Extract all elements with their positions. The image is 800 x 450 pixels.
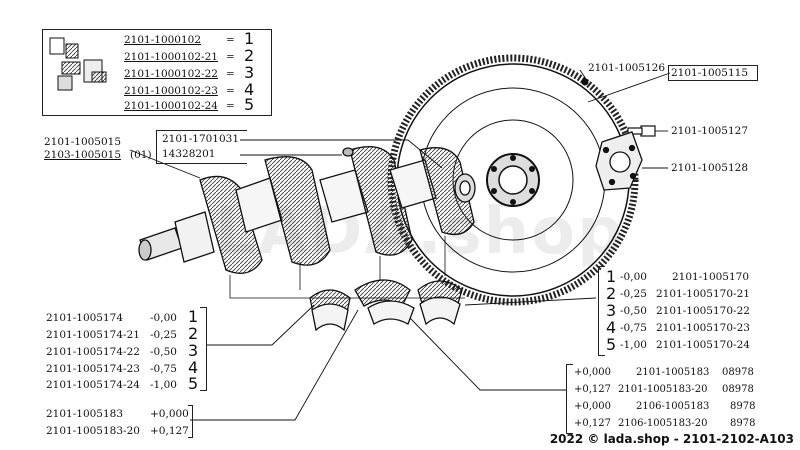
thrust-washer-size: +0,000	[574, 367, 612, 378]
rod-bearings-bracket	[200, 307, 207, 391]
thrust-washer-size: +0,127	[150, 425, 189, 437]
rod-bearing-part: 2101-1005174	[46, 312, 124, 324]
leader-lines	[129, 69, 671, 421]
rod-bearing-part: 2101-1005174-21	[46, 329, 140, 341]
thrust-washer-code: 08978	[722, 384, 754, 395]
main-bearing-size: -0,75	[620, 322, 647, 334]
rod-bearing-part: 2101-1005174-24	[46, 379, 140, 391]
main-bearings-bracket	[598, 266, 605, 356]
rod-bearing-part: 2101-1005174-23	[46, 363, 140, 375]
crankshaft-note: (01)	[130, 149, 152, 161]
parts-kit-icon	[49, 37, 107, 91]
thrust-half-washers	[354, 279, 415, 325]
thrust-washers-right-bracket	[566, 364, 573, 434]
dowel-pin-part: 2101-1005126	[588, 62, 666, 74]
main-bearing-part: 2101-1005170-22	[656, 305, 750, 317]
rod-bearing-size: -0,25	[150, 329, 177, 341]
main-bearing-number: 1	[606, 267, 617, 286]
plug-bracket	[156, 130, 247, 164]
kit-part: 2101-1000102-21	[124, 51, 218, 63]
main-bearing-size: -0,00	[620, 271, 647, 283]
rod-bearing-size: -0,50	[150, 346, 177, 358]
thrust-washer-part: 2106-1005183-20	[618, 418, 708, 429]
main-bearing-part: 2101-1005170-24	[656, 339, 750, 351]
crankshaft-part-a: 2101-1005015	[44, 136, 122, 148]
thrust-washer-part: 2101-1005183-20	[618, 384, 708, 395]
thrust-washer-size: +0,000	[150, 408, 189, 420]
kit-number: 3	[244, 63, 255, 82]
rod-bearing-number: 1	[188, 307, 199, 326]
kit-number: 5	[244, 95, 255, 114]
oil-plug	[342, 147, 354, 157]
plug-part-a: 2101-1701031	[162, 133, 240, 145]
thrust-washer-size: +0,127	[574, 418, 612, 429]
kit-eq: =	[226, 85, 235, 97]
kit-number: 2	[244, 46, 255, 65]
kit-number: 1	[244, 29, 255, 48]
thrust-washer-size: +0,127	[574, 384, 612, 395]
rod-bearing-size: -1,00	[150, 379, 177, 391]
thrust-washer-part: 2106-1005183	[636, 401, 710, 412]
thrust-washer-part: 2101-1005183	[636, 367, 710, 378]
rod-bearing-number: 2	[188, 324, 199, 343]
flywheel-washer-part: 2101-1005128	[671, 162, 749, 174]
thrust-washer-code: 8978	[730, 418, 756, 429]
rod-bearing-shells	[309, 289, 351, 332]
flywheel-washer	[595, 131, 643, 191]
rod-bearing-part: 2101-1005174-22	[46, 346, 140, 358]
kit-eq: =	[226, 51, 235, 63]
kit-part: 2101-1000102-24	[124, 100, 218, 112]
rod-bearing-number: 3	[188, 341, 199, 360]
rod-bearing-number: 5	[188, 374, 199, 393]
thrust-washer-part: 2101-1005183-20	[46, 425, 140, 437]
rod-bearing-number: 4	[188, 358, 199, 377]
kit-part: 2101-1000102	[124, 34, 202, 46]
kit-eq: =	[226, 100, 235, 112]
main-bearing-part: 2101-1005170-23	[656, 322, 750, 334]
thrust-washers-bracket	[188, 405, 193, 438]
kit-part: 2101-1000102-22	[124, 68, 218, 80]
flywheel-label-box	[668, 65, 758, 81]
main-bearing-number: 3	[606, 301, 617, 320]
main-bearing-shells	[417, 280, 463, 326]
thrust-washer-code: 8978	[730, 401, 756, 412]
main-bearing-part: 2101-1005170	[672, 271, 750, 283]
thrust-washer-size: +0,000	[574, 401, 612, 412]
copyright-footer: 2022 © lada.shop - 2101-2102-A103	[549, 432, 794, 446]
main-bearing-number: 5	[606, 335, 617, 354]
crankshaft-part-b: 2103-1005015	[44, 149, 122, 161]
flywheel-part: 2101-1005115	[671, 67, 749, 79]
plug-part-b: 14328201	[162, 148, 216, 160]
main-bearing-size: -0,25	[620, 288, 647, 300]
thrust-washer-code: 08978	[722, 367, 754, 378]
flywheel-bolt-part: 2101-1005127	[671, 125, 749, 137]
kit-eq: =	[226, 34, 235, 46]
kit-part: 2101-1000102-23	[124, 85, 218, 97]
main-bearing-size: -1,00	[620, 339, 647, 351]
main-bearing-size: -0,50	[620, 305, 647, 317]
kit-box	[42, 29, 272, 116]
rod-bearing-size: -0,00	[150, 312, 177, 324]
crankshaft	[138, 146, 476, 274]
kit-number: 4	[244, 80, 255, 99]
thrust-washer-part: 2101-1005183	[46, 408, 124, 420]
main-bearing-number: 2	[606, 284, 617, 303]
kit-eq: =	[226, 68, 235, 80]
flywheel-bolt-holes	[491, 155, 535, 205]
main-bearing-number: 4	[606, 318, 617, 337]
main-bearing-part: 2101-1005170-21	[656, 288, 750, 300]
rod-bearing-size: -0,75	[150, 363, 177, 375]
assembly-guide-lines	[229, 236, 465, 299]
